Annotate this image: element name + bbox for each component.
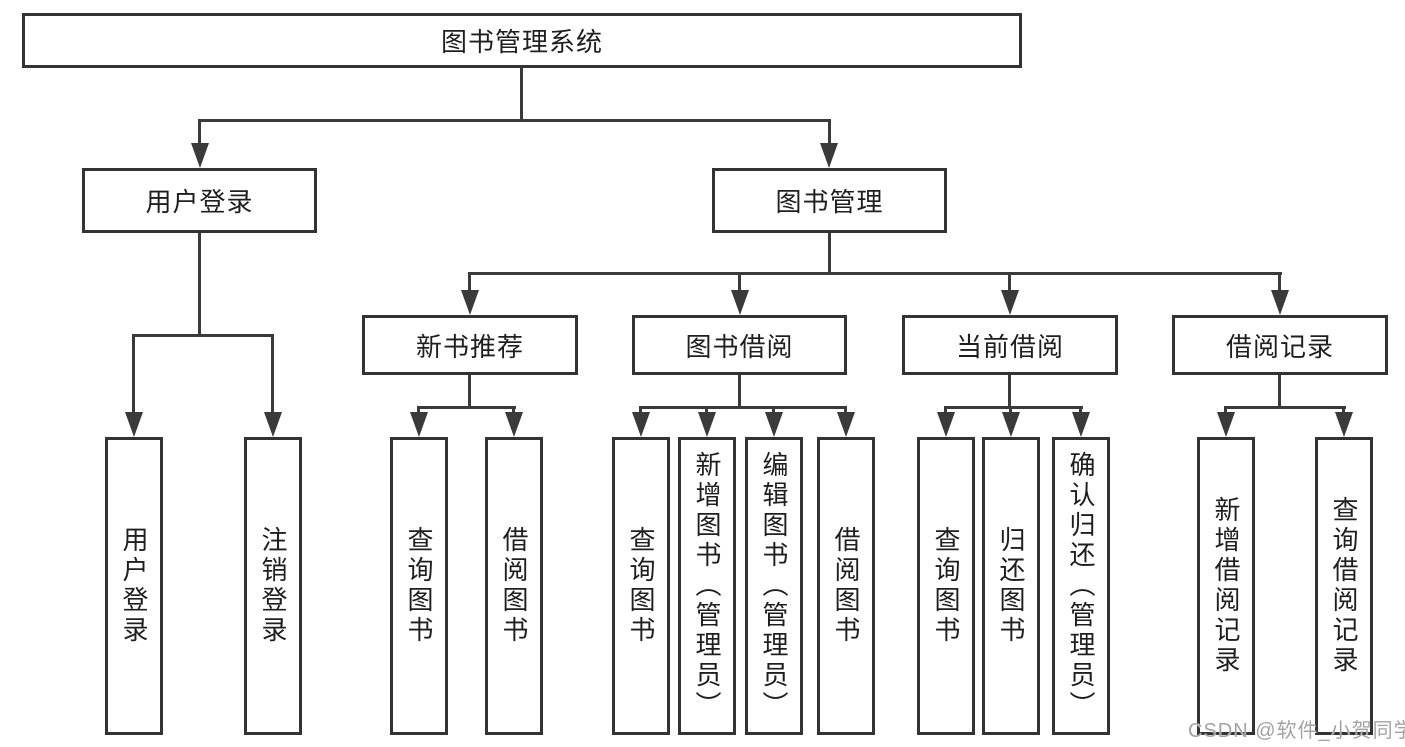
arrow-down-icon bbox=[731, 290, 749, 315]
leaf-add-borrow-record-label: 新增借阅记录 bbox=[1211, 496, 1241, 676]
leaf-edit-book-admin: 编辑图书（管理员） bbox=[745, 437, 803, 735]
connector-root-stem bbox=[520, 68, 523, 122]
connector-new-book-stem bbox=[468, 375, 471, 408]
leaf-add-book-admin: 新增图书（管理员） bbox=[678, 437, 736, 735]
connector-drop-user-login bbox=[198, 119, 201, 145]
connector-drop bbox=[1009, 406, 1012, 414]
leaf-logout: 注销登录 bbox=[244, 437, 302, 735]
connector-book-management-branch bbox=[468, 272, 1282, 275]
leaf-add-borrow-record: 新增借阅记录 bbox=[1197, 437, 1255, 735]
node-book-management: 图书管理 bbox=[712, 168, 947, 233]
leaf-user-login-label: 用户登录 bbox=[119, 526, 149, 646]
arrow-down-icon bbox=[1001, 290, 1019, 315]
arrow-down-icon bbox=[410, 412, 428, 437]
connector-current-borrow-stem bbox=[1008, 375, 1011, 408]
node-borrow-record-label: 借阅记录 bbox=[1225, 331, 1334, 362]
connector-drop bbox=[844, 406, 847, 414]
leaf-user-login: 用户登录 bbox=[105, 437, 163, 735]
node-borrow-record: 借阅记录 bbox=[1172, 315, 1388, 375]
node-book-management-label: 图书管理 bbox=[775, 187, 884, 217]
leaf-query-book-current-label: 查询图书 bbox=[931, 526, 961, 646]
connector-borrow-record-stem bbox=[1278, 375, 1281, 408]
leaf-query-book-recommend-label: 查询图书 bbox=[404, 526, 434, 646]
leaf-borrow-book-recommend-label: 借阅图书 bbox=[499, 526, 529, 646]
leaf-return-book: 归还图书 bbox=[982, 437, 1040, 735]
leaf-borrow-book-recommend: 借阅图书 bbox=[485, 437, 543, 735]
connector-book-borrow-branch bbox=[639, 406, 847, 409]
connector-borrow-record-branch bbox=[1224, 406, 1346, 409]
arrow-down-icon bbox=[264, 412, 282, 437]
connector-root-branch bbox=[198, 119, 831, 122]
node-current-borrow: 当前借阅 bbox=[902, 315, 1118, 375]
connector-drop bbox=[639, 406, 642, 414]
watermark: CSDN @软件_小贺同学 bbox=[1188, 720, 1405, 742]
connector-drop-book-borrow bbox=[738, 272, 741, 291]
connector-book-management-stem bbox=[828, 233, 831, 274]
leaf-query-book-recommend: 查询图书 bbox=[390, 437, 448, 735]
node-root-label: 图书管理系统 bbox=[440, 27, 603, 57]
arrow-down-icon bbox=[1002, 412, 1020, 437]
arrow-down-icon bbox=[632, 412, 650, 437]
leaf-query-borrow-record: 查询借阅记录 bbox=[1315, 437, 1373, 735]
connector-current-borrow-branch bbox=[944, 406, 1083, 409]
leaf-query-borrow-record-label: 查询借阅记录 bbox=[1329, 496, 1359, 676]
node-user-login-label: 用户登录 bbox=[145, 187, 254, 217]
connector-drop bbox=[772, 406, 775, 414]
connector-book-borrow-stem bbox=[738, 375, 741, 408]
arrow-down-icon bbox=[698, 412, 716, 437]
connector-drop bbox=[1079, 406, 1082, 414]
leaf-edit-book-admin-label: 编辑图书（管理员） bbox=[759, 451, 789, 721]
leaf-add-book-admin-label: 新增图书（管理员） bbox=[692, 451, 722, 721]
arrow-down-icon bbox=[1217, 412, 1235, 437]
connector-new-book-branch bbox=[417, 406, 516, 409]
leaf-query-book-borrow-label: 查询图书 bbox=[626, 526, 656, 646]
node-new-book-recommend: 新书推荐 bbox=[362, 315, 578, 375]
connector-drop-leaf-user-login bbox=[132, 334, 135, 414]
leaf-confirm-return-admin: 确认归还（管理员） bbox=[1052, 437, 1110, 735]
connector-drop bbox=[417, 406, 420, 414]
leaf-borrow-book-label: 借阅图书 bbox=[831, 526, 861, 646]
connector-drop-current-borrow bbox=[1008, 272, 1011, 291]
connector-drop-leaf-logout bbox=[271, 334, 274, 414]
arrow-down-icon bbox=[837, 412, 855, 437]
arrow-down-icon bbox=[1335, 412, 1353, 437]
leaf-confirm-return-admin-label: 确认归还（管理员） bbox=[1066, 451, 1096, 721]
arrow-down-icon bbox=[937, 412, 955, 437]
connector-drop bbox=[1224, 406, 1227, 414]
connector-drop-new-book-recommend bbox=[468, 272, 471, 291]
connector-drop bbox=[1342, 406, 1345, 414]
arrow-down-icon bbox=[1072, 412, 1090, 437]
node-current-borrow-label: 当前借阅 bbox=[955, 331, 1064, 362]
arrow-down-icon bbox=[505, 412, 523, 437]
arrow-down-icon bbox=[765, 412, 783, 437]
node-root: 图书管理系统 bbox=[22, 13, 1022, 68]
arrow-down-icon bbox=[191, 143, 209, 168]
leaf-borrow-book: 借阅图书 bbox=[817, 437, 875, 735]
node-book-borrow: 图书借阅 bbox=[632, 315, 847, 375]
connector-drop-book-management bbox=[828, 119, 831, 145]
leaf-query-book-borrow: 查询图书 bbox=[612, 437, 670, 735]
connector-drop bbox=[705, 406, 708, 414]
node-new-book-recommend-label: 新书推荐 bbox=[415, 331, 524, 362]
connector-drop bbox=[944, 406, 947, 414]
arrow-down-icon bbox=[125, 412, 143, 437]
node-book-borrow-label: 图书借阅 bbox=[685, 331, 794, 362]
arrow-down-icon bbox=[1271, 290, 1289, 315]
node-user-login: 用户登录 bbox=[82, 168, 317, 233]
leaf-query-book-current: 查询图书 bbox=[917, 437, 975, 735]
leaf-logout-label: 注销登录 bbox=[258, 526, 288, 646]
leaf-return-book-label: 归还图书 bbox=[996, 526, 1026, 646]
arrow-down-icon bbox=[820, 143, 838, 168]
connector-drop bbox=[512, 406, 515, 414]
connector-drop-borrow-record bbox=[1278, 272, 1281, 291]
connector-user-login-stem bbox=[198, 233, 201, 336]
connector-user-login-branch bbox=[132, 334, 274, 337]
arrow-down-icon bbox=[461, 290, 479, 315]
